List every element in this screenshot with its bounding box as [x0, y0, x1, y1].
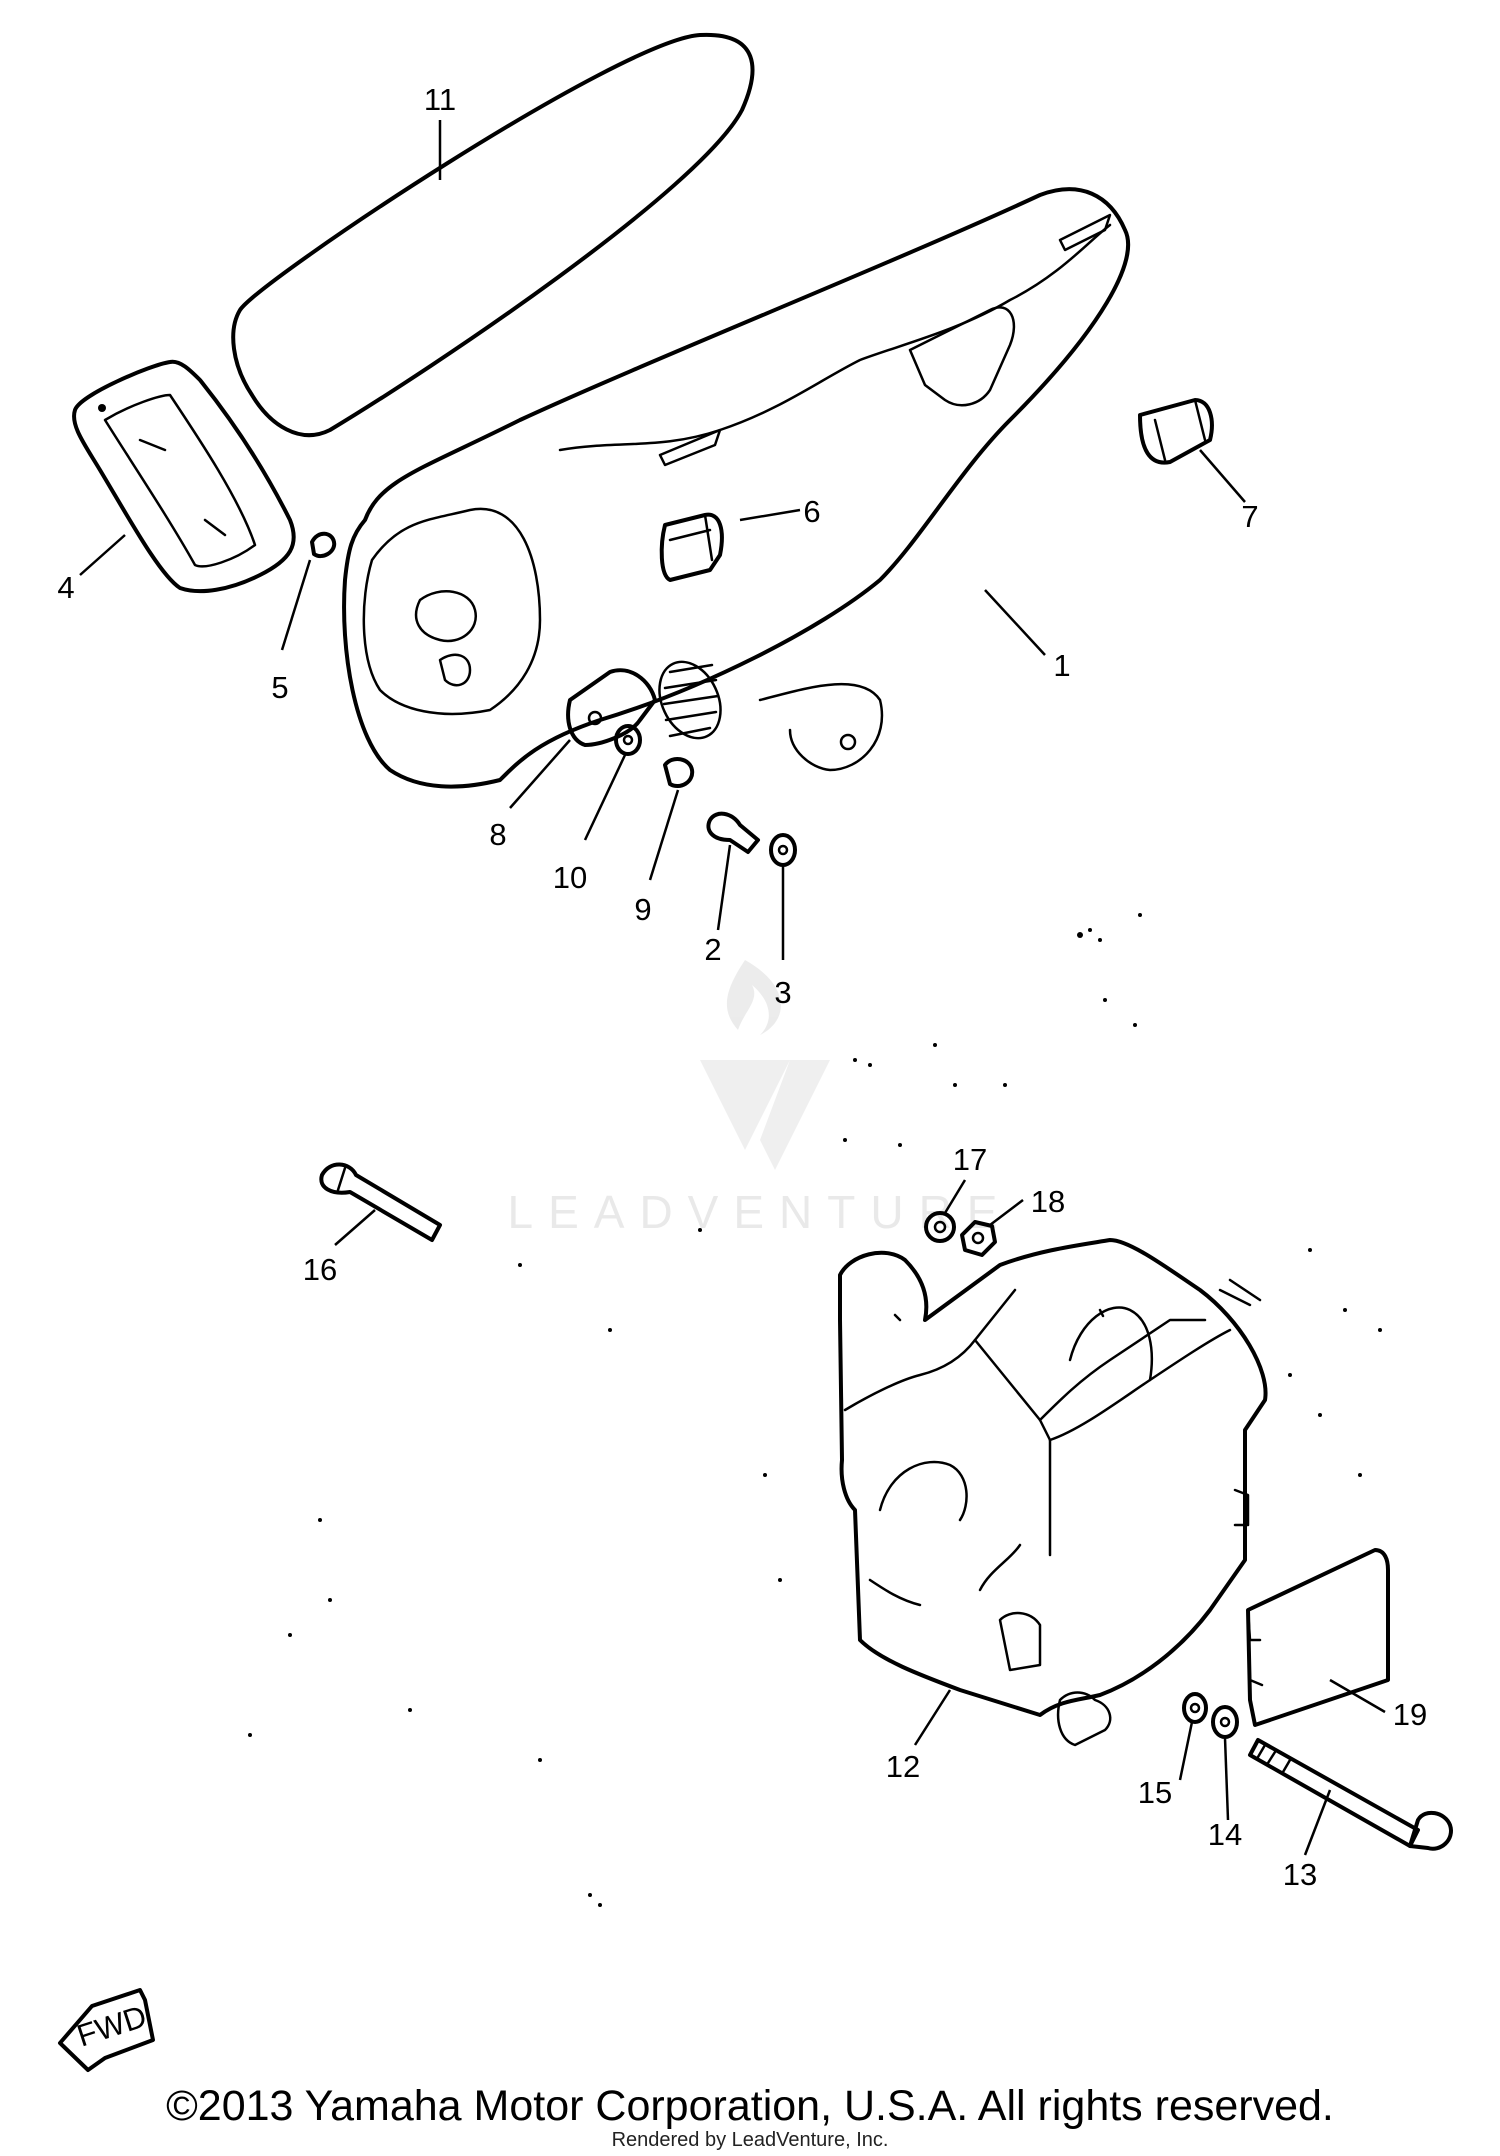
part-14-washer — [1211, 1705, 1239, 1739]
part-6-damper — [659, 512, 724, 582]
part-17-washer — [924, 1211, 956, 1243]
part-5-clip — [310, 531, 337, 559]
leader-lines — [79, 120, 1386, 1856]
part-4-bracket-plate — [72, 359, 296, 594]
callout-16: 16 — [303, 1252, 337, 1287]
copyright-notice: ©2013 Yamaha Motor Corporation, U.S.A. A… — [166, 2082, 1334, 2130]
callout-18: 18 — [1031, 1184, 1065, 1219]
part-11-side-cover — [231, 32, 755, 437]
scan-specks — [248, 913, 1382, 1907]
callout-13: 13 — [1283, 1857, 1317, 1892]
part-3-washer — [769, 833, 797, 867]
part-1-cover-body — [342, 187, 1131, 789]
callout-7: 7 — [1241, 499, 1258, 534]
callout-2: 2 — [704, 932, 721, 967]
rendered-by-text: Rendered by LeadVenture, Inc. — [611, 2129, 889, 2151]
callout-8: 8 — [489, 817, 506, 852]
part-9-screw — [663, 757, 695, 789]
callout-3: 3 — [774, 975, 791, 1010]
callout-12: 12 — [886, 1749, 920, 1784]
callout-17: 17 — [953, 1142, 987, 1177]
part-15-washer — [1182, 1692, 1208, 1724]
part-13-long-bolt — [1248, 1738, 1453, 1851]
callout-11: 11 — [424, 82, 456, 117]
part-2-bolt — [706, 811, 760, 854]
part-8-lock-plate — [566, 668, 657, 747]
callout-labels: 11 1 6 7 4 5 8 10 9 2 3 16 17 18 12 15 1… — [57, 82, 1427, 1892]
part-18-nut — [960, 1220, 997, 1257]
part-12-battery-box — [838, 1238, 1268, 1747]
callout-4: 4 — [57, 570, 74, 605]
callout-14: 14 — [1208, 1817, 1242, 1852]
part-10-spring — [614, 660, 722, 756]
callout-1: 1 — [1053, 648, 1070, 683]
callout-9: 9 — [634, 892, 651, 927]
watermark-text: LEADVENTURE — [508, 1186, 1013, 1238]
callout-5: 5 — [271, 670, 288, 705]
part-16-long-bolt — [319, 1162, 442, 1242]
fwd-arrow: FWD — [58, 1988, 155, 2072]
part-19-plate — [1246, 1548, 1390, 1727]
part-7-damper — [1138, 398, 1214, 465]
callout-19: 19 — [1393, 1697, 1427, 1732]
callout-15: 15 — [1138, 1775, 1172, 1810]
callout-10: 10 — [553, 860, 587, 895]
callout-6: 6 — [803, 494, 820, 529]
leadventure-watermark: LEADVENTURE — [508, 960, 1013, 1238]
